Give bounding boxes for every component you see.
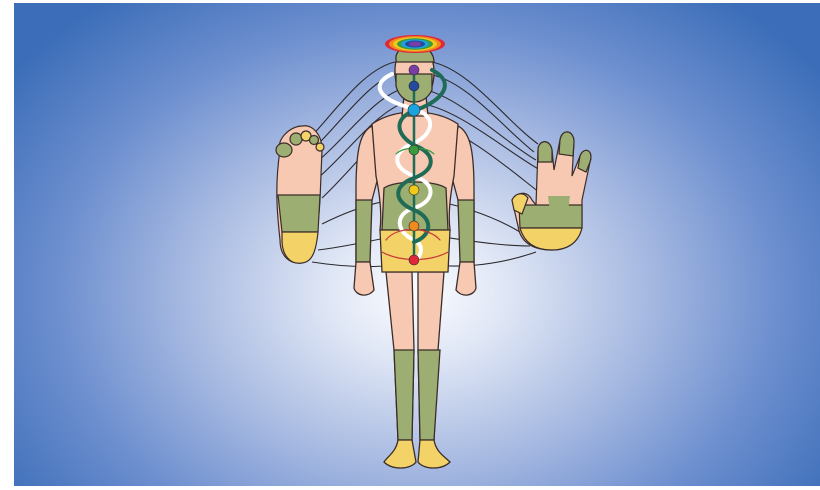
halo-ring [409, 42, 421, 47]
right-palm [512, 132, 591, 250]
chakra-point [408, 104, 420, 116]
chakra-point [409, 145, 419, 155]
chakra-point [409, 221, 419, 231]
chakra-point [409, 185, 419, 195]
chakra-point [409, 255, 419, 265]
left-foot-sole [276, 126, 324, 264]
chakra-point [409, 65, 419, 75]
chakra-point [409, 81, 419, 91]
crown-halo [385, 35, 445, 53]
